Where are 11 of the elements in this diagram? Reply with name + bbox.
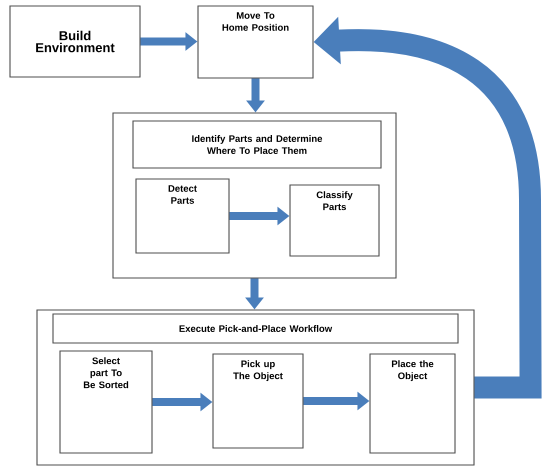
- process-box: Detect Parts: [135, 178, 230, 254]
- group-box: [36, 309, 475, 466]
- heading-box: Execute Pick-and-Place Workflow: [52, 313, 459, 344]
- group-box: [112, 112, 397, 279]
- process-box: Build Environment: [9, 5, 141, 78]
- heading-box: Identify Parts and Determine Where To Place Them: [132, 120, 382, 169]
- process-box: Select part To Be Sorted: [59, 350, 153, 454]
- process-box: Place the Object: [369, 353, 456, 454]
- process-box: Classify Parts: [289, 184, 380, 257]
- process-box: Pick up The Object: [212, 353, 304, 449]
- process-box: Move To Home Position: [197, 5, 314, 79]
